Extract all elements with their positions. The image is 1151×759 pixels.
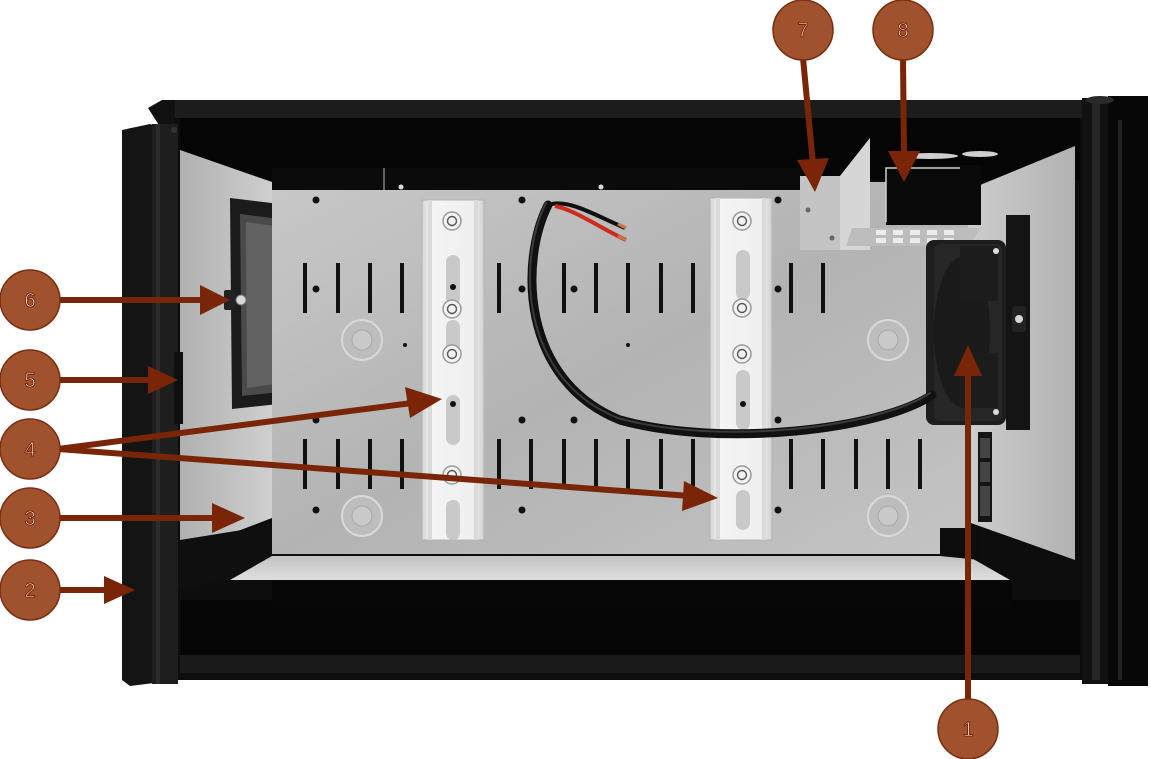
floor-tray bbox=[230, 528, 1012, 608]
callout-1-label: 1 bbox=[962, 719, 973, 741]
mounting-bracket bbox=[800, 138, 870, 250]
callout-7[interactable]: 7 bbox=[772, 0, 834, 192]
door-frame-right bbox=[1082, 96, 1148, 686]
callout-4-label: 4 bbox=[24, 439, 35, 461]
callout-6[interactable]: 6 bbox=[0, 269, 230, 331]
callout-3[interactable]: 3 bbox=[0, 487, 245, 549]
callout-7-label: 7 bbox=[797, 20, 808, 42]
power-cable bbox=[527, 200, 937, 439]
callout-2[interactable]: 2 bbox=[0, 559, 135, 621]
din-rail-right bbox=[709, 197, 773, 541]
callout-8[interactable]: 8 bbox=[872, 0, 934, 182]
callout-2-label: 2 bbox=[24, 580, 35, 602]
door-latch bbox=[174, 352, 183, 424]
callout-3-label: 3 bbox=[24, 508, 35, 530]
mounting-holes bbox=[312, 196, 782, 514]
din-rail-left bbox=[421, 199, 485, 541]
fan bbox=[926, 215, 1030, 430]
callouts: 1 2 3 4 5 bbox=[0, 0, 999, 759]
callout-5-label: 5 bbox=[24, 370, 35, 392]
door-frame-left bbox=[122, 124, 178, 686]
callout-8-label: 8 bbox=[897, 20, 908, 42]
callout-5[interactable]: 5 bbox=[0, 349, 178, 411]
callout-6-label: 6 bbox=[24, 290, 35, 312]
callout-1[interactable]: 1 bbox=[937, 345, 999, 759]
callout-4[interactable]: 4 bbox=[0, 387, 718, 511]
